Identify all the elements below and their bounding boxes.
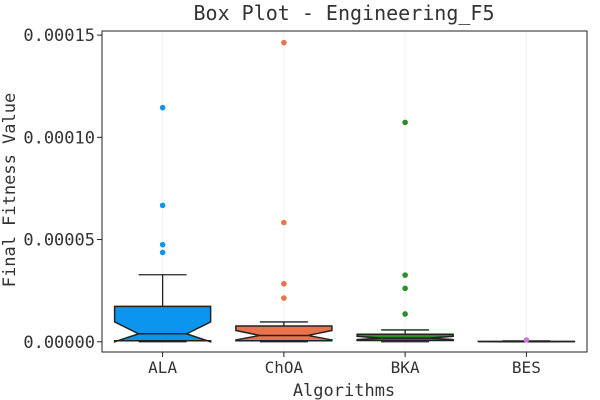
- y-axis-label: Final Fitness Value: [0, 93, 20, 287]
- y-tick-label: 0.00005: [23, 231, 95, 251]
- boxes-layer: [113, 39, 576, 343]
- outlier-point: [159, 241, 166, 248]
- outlier-point: [402, 285, 408, 292]
- box-choa: [235, 39, 333, 343]
- box-bes: [477, 337, 576, 343]
- x-tick-label: ALA: [148, 358, 177, 377]
- x-axis-label: Algorithms: [293, 381, 395, 400]
- outlier-point: [159, 249, 166, 256]
- outlier-point: [281, 280, 287, 287]
- outlier-point: [159, 104, 166, 111]
- x-tick-label: BES: [512, 358, 541, 377]
- plot-frame: [101, 30, 588, 353]
- outlier-point: [159, 202, 166, 209]
- chart-title: Box Plot - Engineering_F5: [193, 1, 494, 25]
- x-axis-ticks: ALA ChOA BKA BES: [148, 352, 541, 377]
- box-body: [235, 325, 333, 342]
- y-axis-ticks: 0.00000 0.00005 0.00010 0.00015: [23, 26, 102, 353]
- box-body: [113, 305, 212, 343]
- x-tick-label: BKA: [391, 358, 420, 377]
- outlier-point: [281, 295, 287, 301]
- outlier-point: [402, 272, 408, 278]
- x-tick-label: ChOA: [265, 358, 304, 377]
- box-bka: [356, 119, 454, 343]
- outlier-point: [402, 311, 408, 317]
- box-ala: [113, 104, 212, 343]
- outlier-point: [523, 337, 530, 343]
- outlier-point: [281, 219, 287, 226]
- outlier-point: [402, 119, 408, 126]
- y-tick-label: 0.00015: [23, 26, 95, 46]
- y-tick-label: 0.00010: [23, 128, 95, 148]
- y-tick-label: 0.00000: [23, 333, 95, 353]
- outlier-point: [281, 39, 287, 46]
